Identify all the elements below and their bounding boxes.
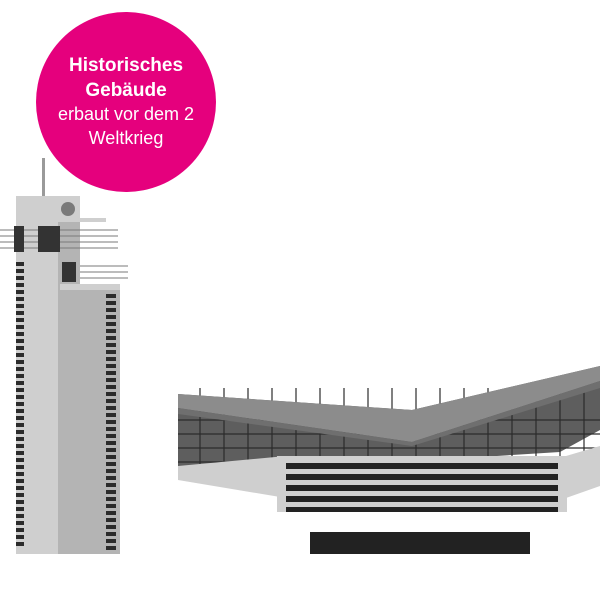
badge-line-4: Weltkrieg [88, 127, 164, 148]
historic-building-badge: Historisches Gebäude erbaut vor dem 2 We… [36, 12, 216, 192]
badge-line-2: Gebäude [85, 79, 167, 101]
tower-building-icon [0, 158, 128, 554]
badge-line-3: erbaut vor dem 2 [57, 104, 195, 125]
exhibition-hall-icon [178, 366, 600, 554]
badge-line-1: Historisches [68, 54, 184, 76]
